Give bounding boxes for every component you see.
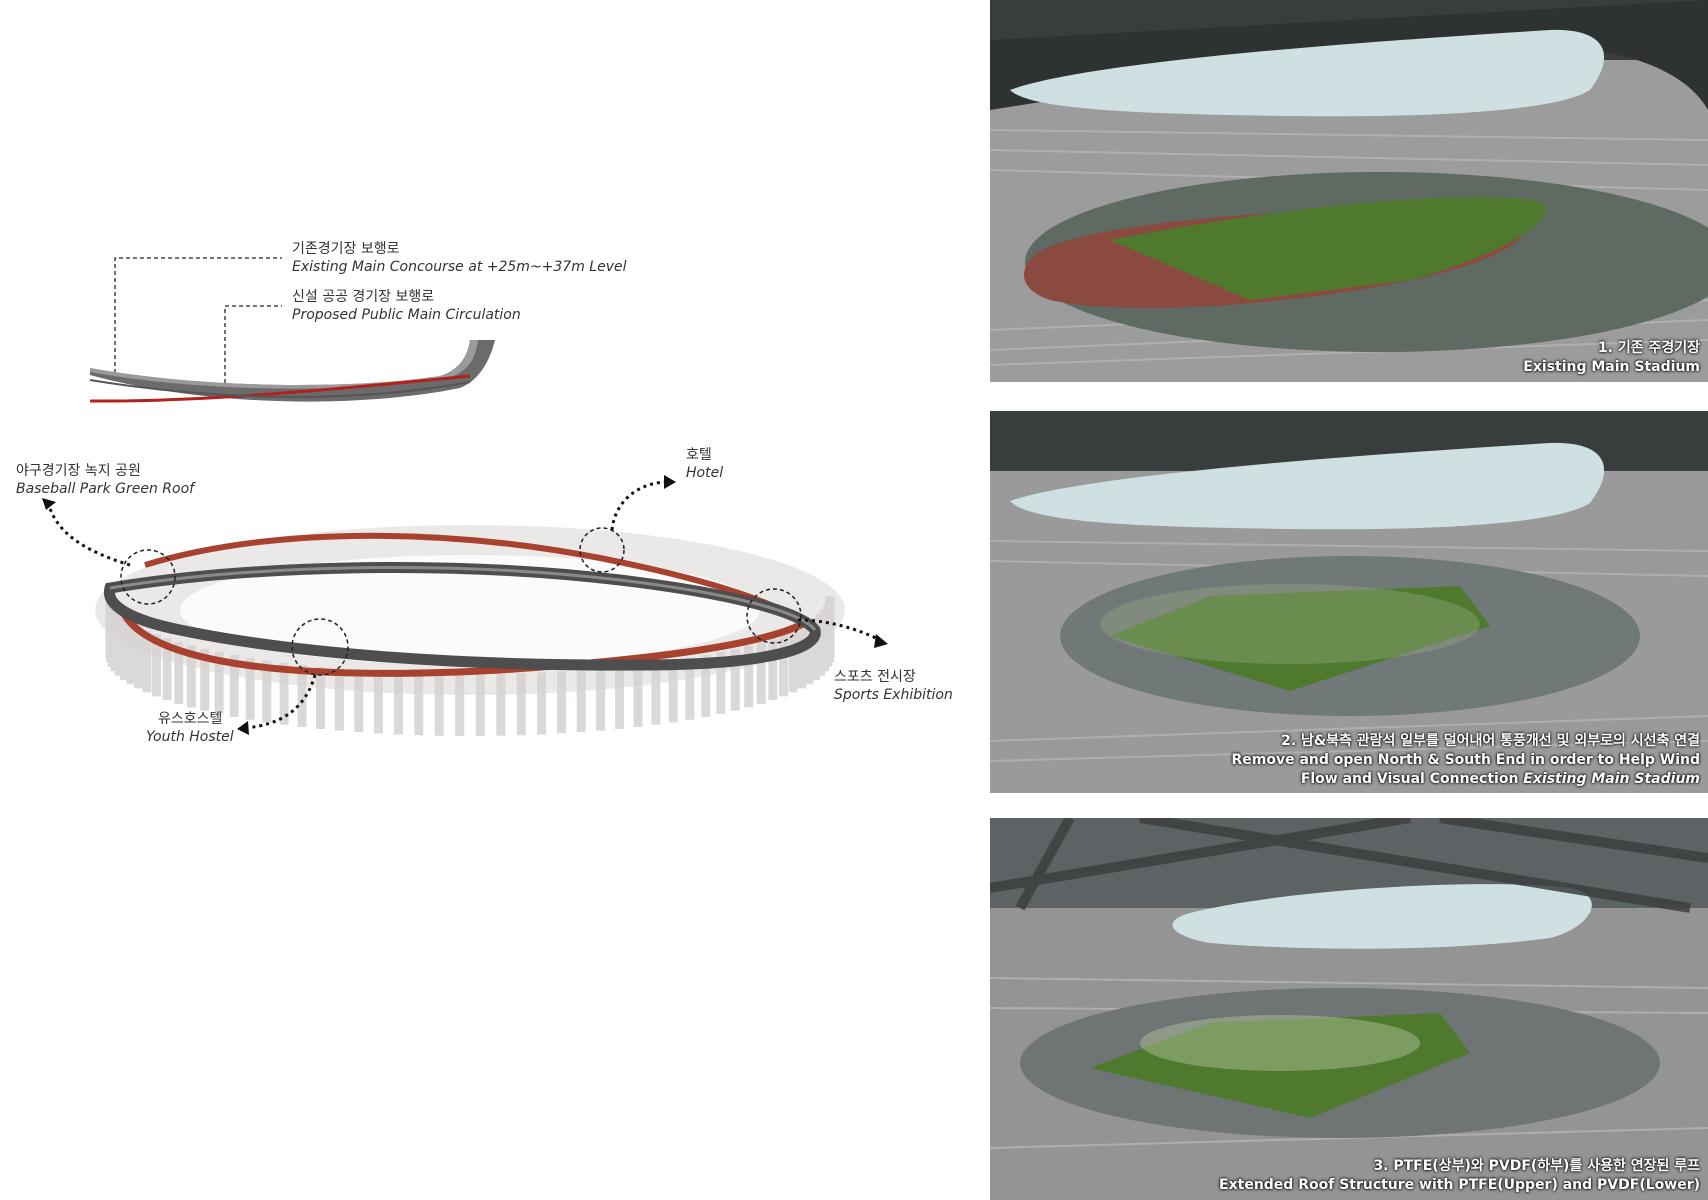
panel-2-caption-en-line2-text: Flow and Visual Connection: [1300, 771, 1519, 787]
ring-diagram-graphic: [42, 475, 888, 736]
stadium-render-opened-graphic: [990, 411, 1708, 793]
baseball-park-label-en: Baseball Park Green Roof: [16, 481, 195, 497]
sports-exhibition-label-ko: 스포츠 전시장: [834, 669, 916, 685]
stadium-render-existing: 1. 기존 주경기장 Existing Main Stadium: [990, 0, 1708, 382]
stadium-render-roof: 3. PTFE(상부)와 PVDF(하부)를 사용한 연장된 루프 Extend…: [990, 818, 1708, 1200]
baseball-park-label-ko: 야구경기장 녹지 공원: [16, 463, 141, 479]
stadium-render-opened: 2. 남&북측 관람석 일부를 덜어내어 통풍개선 및 외부로의 시선축 연결 …: [990, 411, 1708, 793]
panel-2-caption-en-line1: Remove and open North & South End in ord…: [1231, 752, 1700, 768]
panel-2-caption-en-italic: Existing Main Stadium: [1523, 771, 1700, 787]
panel-1-caption-ko: 1. 기존 주경기장: [1597, 340, 1700, 356]
sports-exhibition-label-en: Sports Exhibition: [834, 687, 953, 703]
section-diagram-graphic: [89, 257, 495, 403]
panel-2-caption-ko: 2. 남&북측 관람석 일부를 덜어내어 통풍개선 및 외부로의 시선축 연결: [1281, 733, 1700, 749]
panel-1-caption-en: Existing Main Stadium: [1523, 359, 1700, 375]
youth-hostel-label-en: Youth Hostel: [146, 729, 234, 745]
section-diagram: 기존경기장 보행로 Existing Main Concourse at +25…: [0, 220, 627, 420]
hotel-label-en: Hotel: [686, 465, 724, 481]
stadium-render-existing-graphic: [990, 0, 1708, 382]
hotel-label-ko: 호텔: [686, 447, 712, 463]
stadium-render-roof-graphic: [990, 818, 1708, 1200]
panel-2-caption-en-line2: Flow and Visual Connection Existing Main…: [1301, 770, 1700, 789]
existing-concourse-label-ko: 기존경기장 보행로: [292, 241, 400, 257]
proposed-circulation-label-en: Proposed Public Main Circulation: [292, 307, 521, 323]
proposed-circulation-label-ko: 신설 공공 경기장 보행로: [292, 289, 435, 305]
ring-diagram: 야구경기장 녹지 공원 Baseball Park Green Roof 호텔 …: [0, 447, 980, 810]
panel-3-caption-ko: 3. PTFE(상부)와 PVDF(하부)를 사용한 연장된 루프: [1373, 1158, 1700, 1174]
existing-concourse-label-en: Existing Main Concourse at +25m~+37m Lev…: [292, 259, 627, 275]
panel-3-caption-en: Extended Roof Structure with PTFE(Upper)…: [1219, 1177, 1700, 1193]
youth-hostel-label-ko: 유스호스텔: [158, 711, 223, 727]
